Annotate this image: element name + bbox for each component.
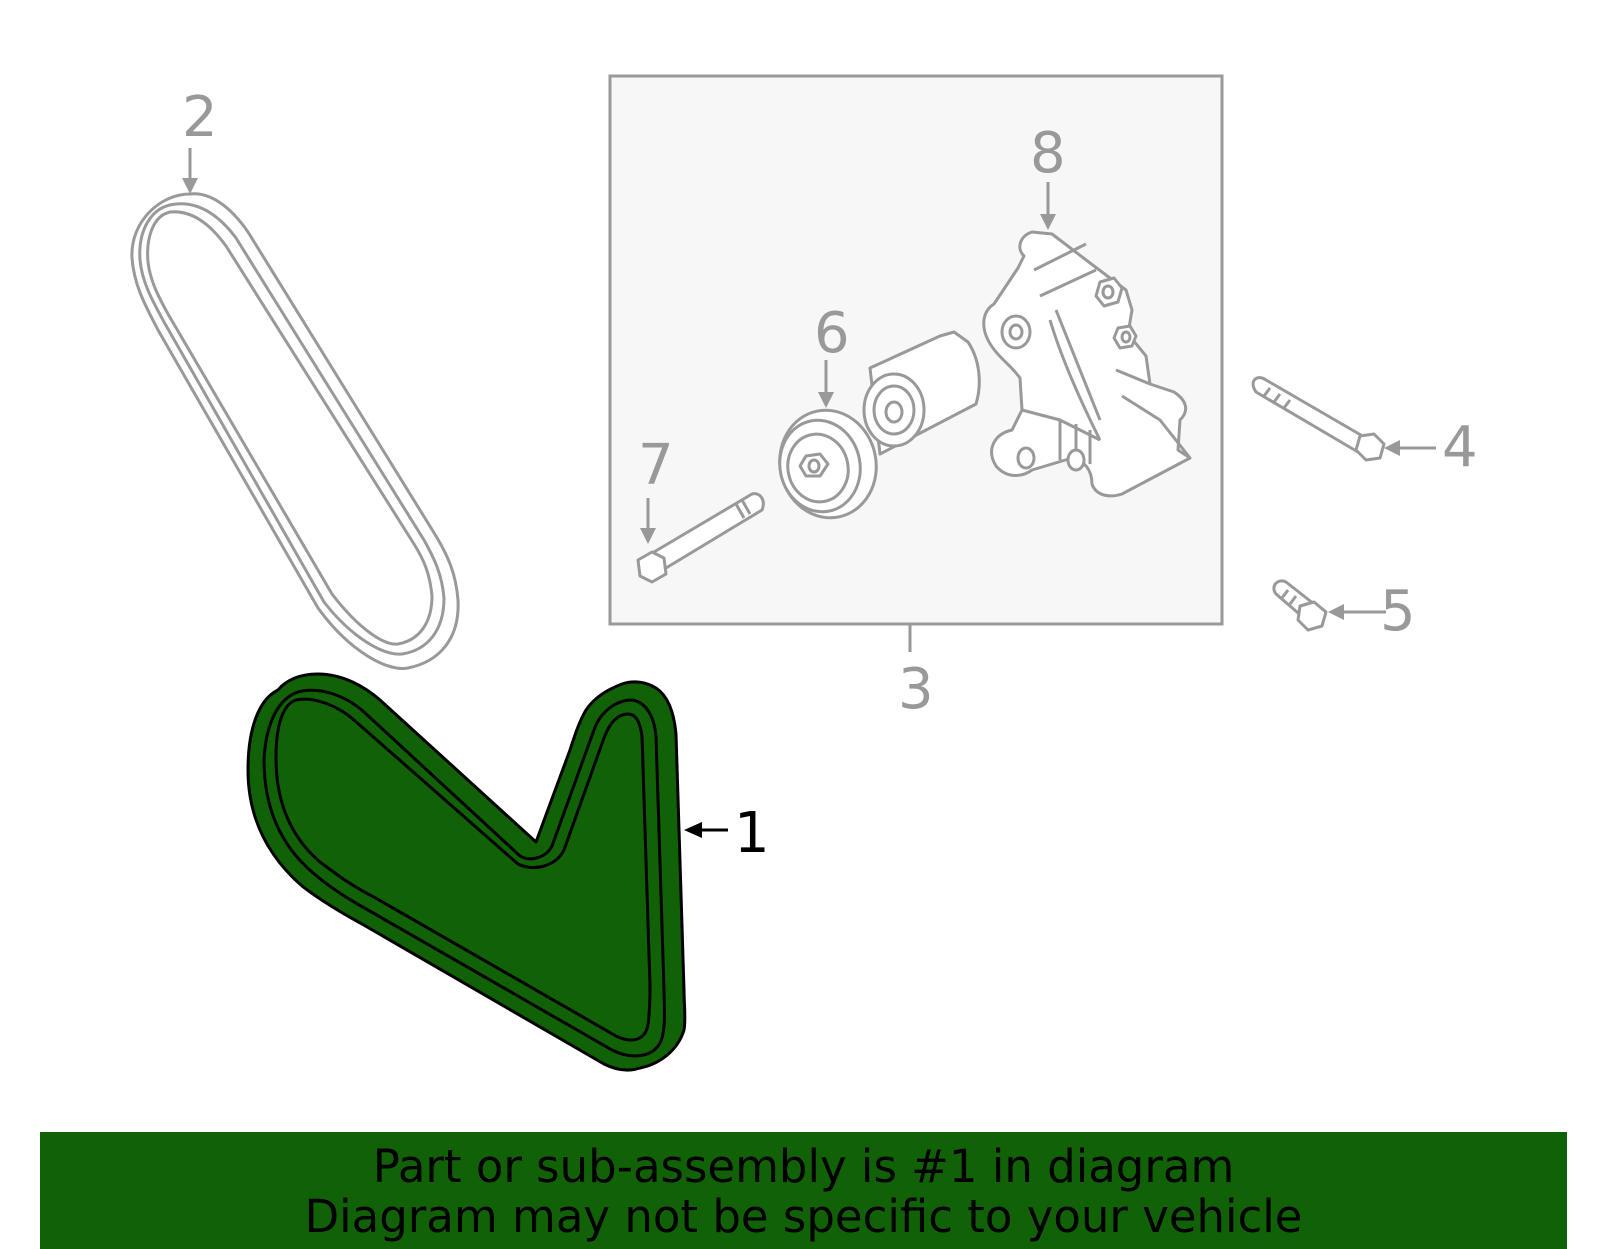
callout-1: 1 — [734, 801, 770, 866]
callout-6: 6 — [814, 301, 850, 366]
part-8-tensioner-bracket[interactable] — [982, 230, 1192, 498]
callout-5: 5 — [1380, 579, 1416, 644]
banner-line-2: Diagram may not be specific to your vehi… — [304, 1190, 1303, 1243]
callout-4: 4 — [1442, 415, 1478, 480]
callout-7: 7 — [638, 433, 674, 498]
part-6-tensioner-pulley[interactable] — [770, 330, 981, 527]
info-banner: Part or sub-assembly is #1 in diagram Di… — [40, 1132, 1567, 1249]
callout-3: 3 — [898, 657, 934, 722]
part-2-belt[interactable] — [130, 192, 460, 670]
callout-8: 8 — [1030, 121, 1066, 186]
part-1-belt-selected[interactable] — [246, 672, 687, 1072]
callout-leaders — [182, 148, 1436, 620]
callout-1-leader — [684, 822, 728, 838]
part-5-bolt-short[interactable] — [1272, 579, 1328, 632]
part-7-pulley-bolt[interactable] — [636, 492, 765, 584]
callout-2: 2 — [182, 85, 218, 150]
part-4-bolt[interactable] — [1251, 376, 1386, 462]
banner-line-1: Part or sub-assembly is #1 in diagram — [372, 1140, 1235, 1193]
